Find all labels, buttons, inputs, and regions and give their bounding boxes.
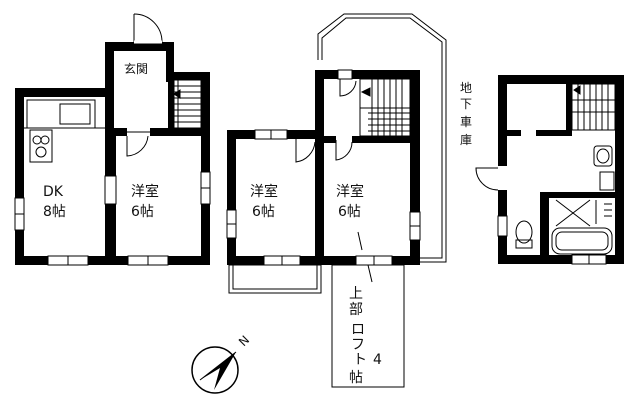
loft-box (331, 264, 405, 388)
basement-floor (475, 75, 624, 265)
compass-icon (191, 346, 239, 394)
label-dk-name: DK (43, 184, 64, 200)
loft-char: 帖 (349, 370, 363, 386)
label-dk-size: 8帖 (43, 204, 66, 220)
floor-2-doors (295, 79, 357, 163)
loft-char: 上 (349, 286, 363, 302)
loft-label: 上 部 ロ フ ト 4 帖 (349, 286, 382, 386)
floor-2-walls (227, 70, 420, 265)
basement-char: 庫 (460, 133, 472, 147)
kitchen-counter (26, 99, 96, 163)
label-entrance: 玄関 (124, 61, 148, 76)
basement-stairs (571, 83, 616, 131)
floor-2-stairs (359, 78, 411, 137)
floor-1 (14, 13, 211, 266)
loft-char: 4 (373, 352, 382, 368)
label-f2-room-left-size: 6帖 (252, 204, 275, 220)
label-f2-room-right-size: 6帖 (338, 204, 361, 220)
entrance-door (133, 13, 163, 44)
floor-1-walls (15, 42, 210, 265)
label-f2-room-right-name: 洋室 (336, 183, 364, 200)
basement-door (475, 166, 507, 191)
floor-1-doors (126, 131, 150, 157)
loft-char: 部 (349, 302, 363, 318)
loft-char: フ (351, 337, 365, 353)
floor-1-stairs (173, 79, 202, 129)
basement-garage-label: 地 下 車 庫 (460, 81, 472, 147)
label-f1-room-size: 6帖 (131, 204, 154, 220)
basement-char: 車 (460, 115, 472, 129)
compass-north-label: N (236, 333, 252, 349)
basement-char: 地 (460, 81, 472, 95)
loft-char: ロ (351, 322, 365, 338)
loft-char: ト (353, 352, 367, 368)
label-f2-room-left-name: 洋室 (250, 183, 278, 200)
label-f1-room-name: 洋室 (131, 183, 159, 200)
bathroom-fixtures (515, 145, 615, 255)
floor-2-balcony (228, 13, 447, 294)
basement-char: 下 (460, 97, 472, 111)
floor-2 (226, 13, 447, 388)
